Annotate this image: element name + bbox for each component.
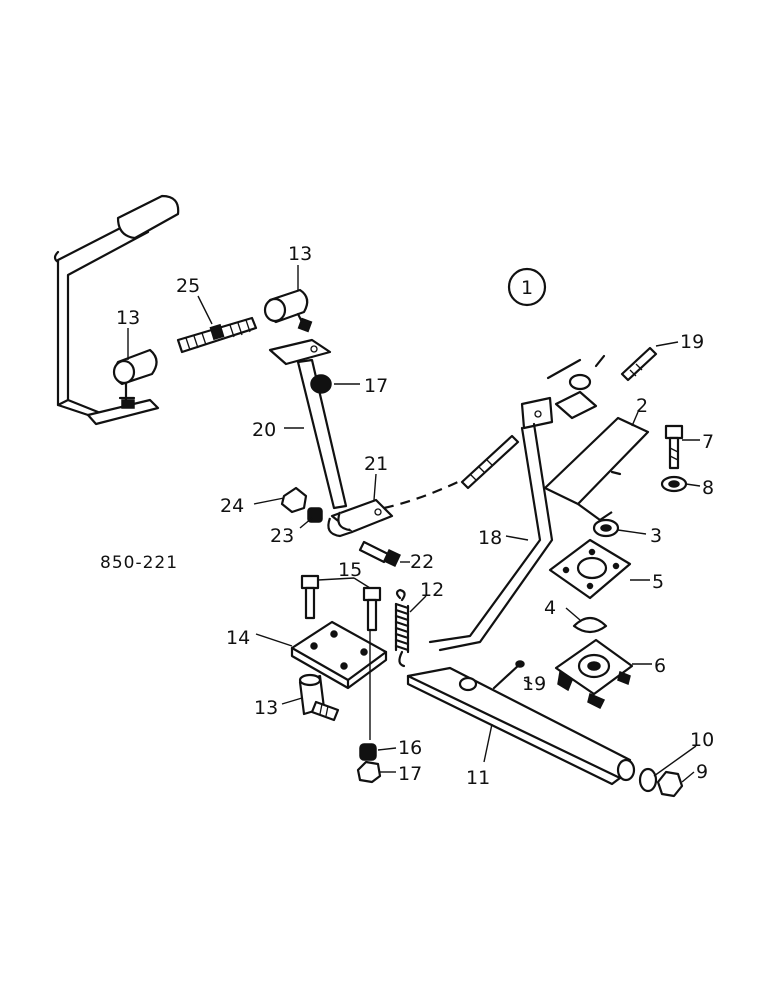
clevis-21: [327, 498, 394, 538]
nut-17-top: [310, 374, 332, 394]
ball-joint-13-top: [263, 288, 313, 333]
callout-15: 15: [338, 559, 362, 581]
leader-lines: [127, 265, 701, 783]
nut-17-bottom: [356, 760, 382, 784]
plate-6: [554, 638, 634, 710]
callout-16: 16: [398, 737, 422, 759]
callout-3: 3: [650, 525, 662, 547]
pedal-arm-18: [428, 354, 606, 652]
washer-8: [660, 475, 688, 493]
callout-6: 6: [654, 655, 666, 677]
grommet-4: [572, 616, 608, 634]
callout-17: 17: [398, 763, 422, 785]
callout-5: 5: [652, 571, 664, 593]
callout-labels: 13 25 13 17 20 21 24 23 22 15 12 14 13 1…: [116, 243, 714, 789]
nut-24: [280, 486, 308, 514]
callout-19: 19: [680, 331, 704, 353]
callout-10: 10: [690, 729, 714, 751]
callout-7: 7: [702, 431, 714, 453]
callout-12: 12: [420, 579, 444, 601]
bolt-7: [664, 424, 684, 470]
callout-25: 25: [176, 275, 200, 297]
arm-20: [268, 338, 348, 510]
callout-8: 8: [702, 477, 714, 499]
nut-3: [592, 518, 620, 538]
callout-19: 19: [522, 673, 546, 695]
callout-22: 22: [410, 551, 434, 573]
callout-13: 13: [116, 307, 140, 329]
callout-4: 4: [544, 597, 556, 619]
plate-5: [548, 538, 632, 600]
group-marker-text: 1: [521, 277, 533, 299]
callout-20: 20: [252, 419, 276, 441]
rod-19-top: [460, 346, 658, 490]
nut-16: [359, 743, 377, 761]
callout-18: 18: [478, 527, 502, 549]
ball-joint-13-lever: [112, 348, 158, 409]
callout-24: 24: [220, 495, 244, 517]
callout-9: 9: [696, 761, 708, 783]
callout-21: 21: [364, 453, 388, 475]
link-dashed-line: [383, 479, 463, 510]
plate-14: [290, 620, 388, 690]
washer-10: [638, 767, 658, 793]
threaded-rod-25: [176, 316, 258, 354]
callout-13: 13: [288, 243, 312, 265]
callout-11: 11: [466, 767, 490, 789]
callout-2: 2: [636, 395, 648, 417]
ball-joint-13-bottom: [298, 673, 340, 722]
group-marker: 1: [507, 267, 547, 307]
pin-19-bottom: [492, 660, 525, 690]
bolt-22: [358, 540, 401, 567]
callout-13: 13: [254, 697, 278, 719]
nut-9: [656, 770, 684, 798]
bolt-15-left: [300, 574, 320, 620]
callout-17: 17: [364, 375, 388, 397]
pedal-pad-2: [543, 416, 650, 522]
bolt-15-right: [362, 586, 382, 632]
cross-shaft-11: [406, 666, 636, 786]
reference-code: 850-221: [100, 553, 178, 573]
callout-23: 23: [270, 525, 294, 547]
callout-14: 14: [226, 627, 250, 649]
spring-12: [394, 588, 410, 668]
